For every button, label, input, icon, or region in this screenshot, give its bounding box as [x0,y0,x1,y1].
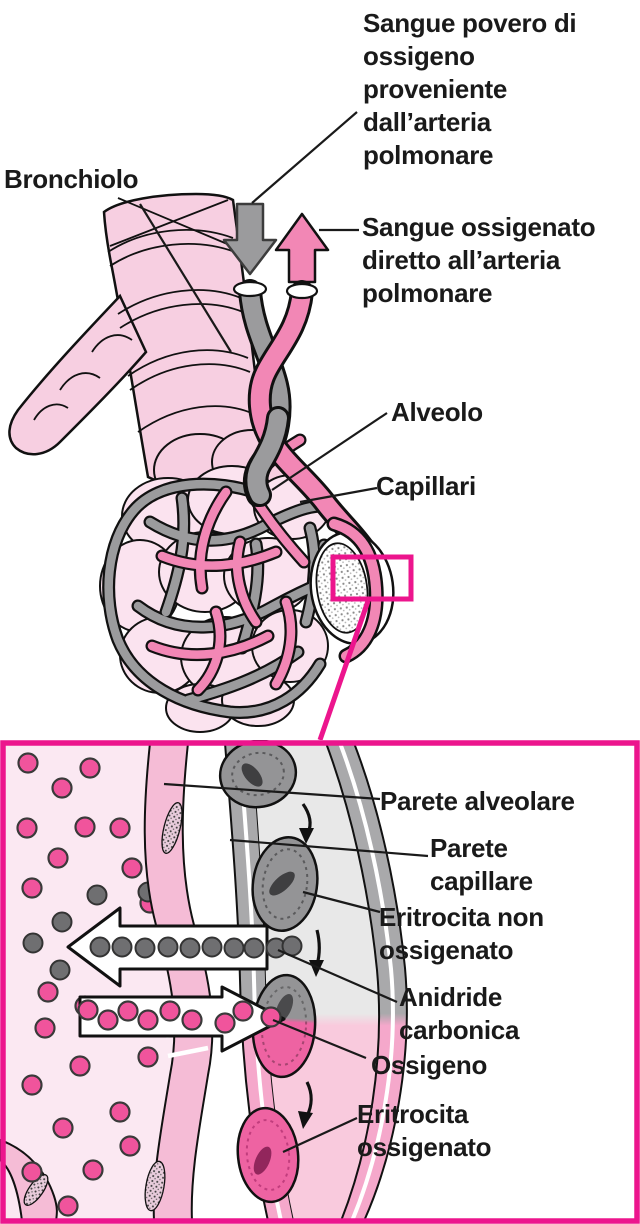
inset-border [0,740,640,1224]
label-parete-alveolare: Parete alveolare [380,786,575,816]
oxygenated-blood-arrow [274,212,330,284]
label-eritrocita-non-ossigenato: Eritrocita non ossigenato [379,902,544,965]
label-anidride-carbonica: Anidride carbonica [399,982,520,1045]
inset-panel [0,740,640,1224]
deoxygenated-blood-arrow [222,202,278,276]
cut-alveolus [309,516,395,664]
erythrocyte-deoxygenated-2 [251,835,319,933]
label-ossigeno: Ossigeno [371,1050,488,1080]
label-bronchiolo: Bronchiolo [4,164,139,194]
callout-connector [317,600,371,740]
oxygen-molecules [16,752,161,1217]
label-alveolo: Alveolo [391,397,483,427]
leader-lines-top [139,111,388,504]
label-parete-capillare: Parete capillare [430,833,533,896]
callout-rectangle [330,554,414,602]
bronchiole [8,192,268,487]
label-sangue-ossigenato: Sangue ossigenato diretto all’arteria po… [362,212,596,308]
co2-dots-in-arrow [89,935,303,959]
co2-molecules [22,881,159,981]
label-eritrocita-ossigenato: Eritrocita ossigenato [357,1099,492,1162]
label-capillari: Capillari [376,471,476,501]
main-illustration [8,111,414,740]
erythrocyte-oxygenated [236,1106,300,1204]
leader-lines-inset [163,782,429,1153]
bronchiole-bands [33,197,255,433]
label-sangue-povero: Sangue povero di ossigeno proveniente da… [363,8,577,170]
erythrocyte-transitional [251,973,317,1079]
pulmonary-vessels [232,279,378,564]
